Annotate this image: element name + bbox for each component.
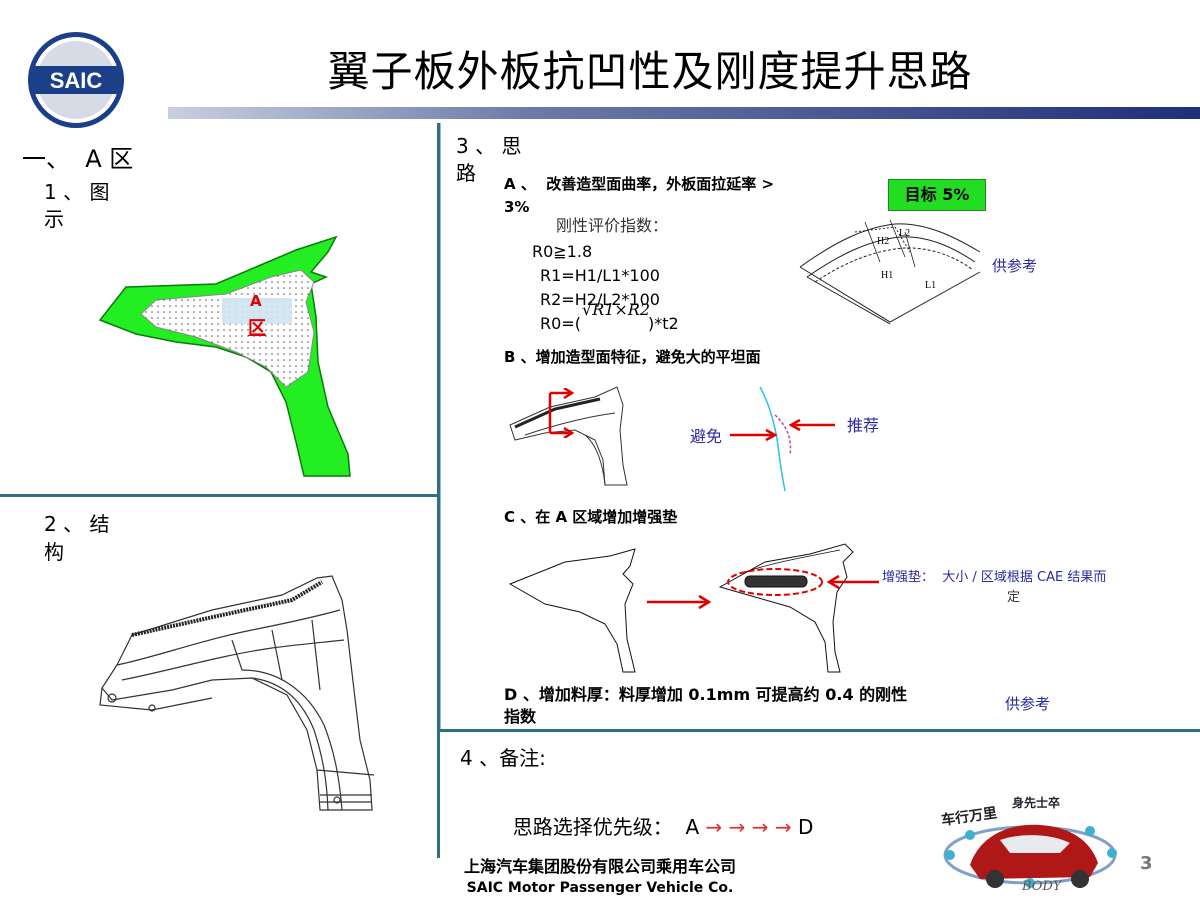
- body-team-badge: 车行万里 身先士卒 BODY: [940, 795, 1120, 895]
- logo-text: SAIC: [50, 68, 103, 93]
- stiffness-measure-diagram: H2 L2 H1 L1: [795, 212, 985, 327]
- item-c-heading: C 、在 A 区域增加增强垫: [504, 508, 678, 526]
- footer-company-en: SAIC Motor Passenger Vehicle Co.: [466, 880, 734, 896]
- pad-note: 增强垫： 大小 / 区域根据 CAE 结果而: [882, 570, 1107, 585]
- saic-logo: SAIC: [26, 30, 126, 130]
- item-d-heading: D 、增加料厚：料厚增加 0.1mm 可提高约 0.4 的刚性: [504, 685, 908, 704]
- section3-title: 3 、 思: [456, 134, 522, 158]
- divider-vertical: [437, 123, 440, 858]
- slide-title: 翼子板外板抗凹性及刚度提升思路: [327, 47, 973, 96]
- section2-title: 2 、 结: [44, 512, 110, 536]
- divider-right: [440, 729, 1200, 732]
- stiffness-title: 刚性评价指数：: [556, 216, 669, 235]
- section1-sub-b: 示: [44, 207, 64, 231]
- section1-sub: 1 、 图: [44, 180, 110, 204]
- formula-r0f-prefix: R0=(: [540, 314, 581, 333]
- label-h1: H1: [881, 270, 893, 281]
- label-l2: L2: [899, 228, 910, 239]
- formula-r2: R2=H2/L2*100: [540, 290, 660, 309]
- ref-note-d: 供参考: [1005, 695, 1051, 713]
- title-bar: [168, 107, 1200, 119]
- item-d-heading-b: 指数: [504, 707, 537, 726]
- badge-brand: BODY: [1021, 879, 1063, 894]
- section4-title: 4 、备注:: [460, 746, 546, 770]
- pad-note-b: 定: [1007, 590, 1021, 605]
- fender-before-outline: [505, 544, 645, 674]
- section-red-bracket: [540, 386, 580, 440]
- fender-after-with-pad: [715, 542, 860, 674]
- formula-r0f-suffix: )*t2: [648, 314, 679, 333]
- formula-r0: R0≧1.8: [532, 242, 593, 261]
- section3-title-b: 路: [456, 161, 476, 185]
- item-a-heading-b: 3%: [504, 198, 530, 216]
- pad-pointer-arrow: [825, 574, 880, 590]
- label-h2: H2: [877, 236, 889, 247]
- section1-title: 一、 A 区: [22, 145, 134, 173]
- priority-start: A: [685, 815, 700, 839]
- formula-r1: R1=H1/L1*100: [540, 266, 660, 285]
- formula-r0f-sqrt: √R1×R2: [582, 300, 651, 319]
- priority-line: 思路选择优先级： A → → → → D: [500, 791, 814, 839]
- priority-arrows: → → → →: [705, 815, 792, 839]
- label-l1: L1: [925, 280, 936, 291]
- ref-note-a: 供参考: [992, 257, 1038, 275]
- badge-line2: 身先士卒: [1012, 795, 1060, 810]
- divider-vertical-thin: [440, 123, 441, 729]
- page-number: 3: [1140, 853, 1153, 874]
- section2-title-b: 构: [44, 540, 64, 564]
- region-label-zone: 区: [248, 318, 266, 339]
- avoid-label: 避免: [690, 427, 723, 446]
- region-label-bg: [222, 298, 292, 324]
- footer-company-cn: 上海汽车集团股份有限公司乘用车公司: [463, 857, 736, 876]
- item-a-heading: A 、 改善造型面曲率，外板面拉延率 >: [504, 175, 775, 193]
- fender-structure-drawing: [92, 570, 392, 815]
- reinforcement-arrow: [645, 592, 715, 612]
- region-label-a: A: [250, 292, 262, 310]
- profile-curve-diagram: [680, 385, 880, 493]
- priority-end: D: [797, 815, 814, 839]
- divider-left: [0, 494, 437, 497]
- target-badge: 目标 5%: [888, 179, 986, 211]
- recommend-label: 推荐: [847, 416, 880, 435]
- item-b-heading: B 、增加造型面特征，避免大的平坦面: [504, 348, 761, 366]
- priority-label: 思路选择优先级：: [512, 815, 673, 839]
- badge-line1: 车行万里: [940, 804, 998, 829]
- fender-a-zone-diagram: [96, 232, 356, 477]
